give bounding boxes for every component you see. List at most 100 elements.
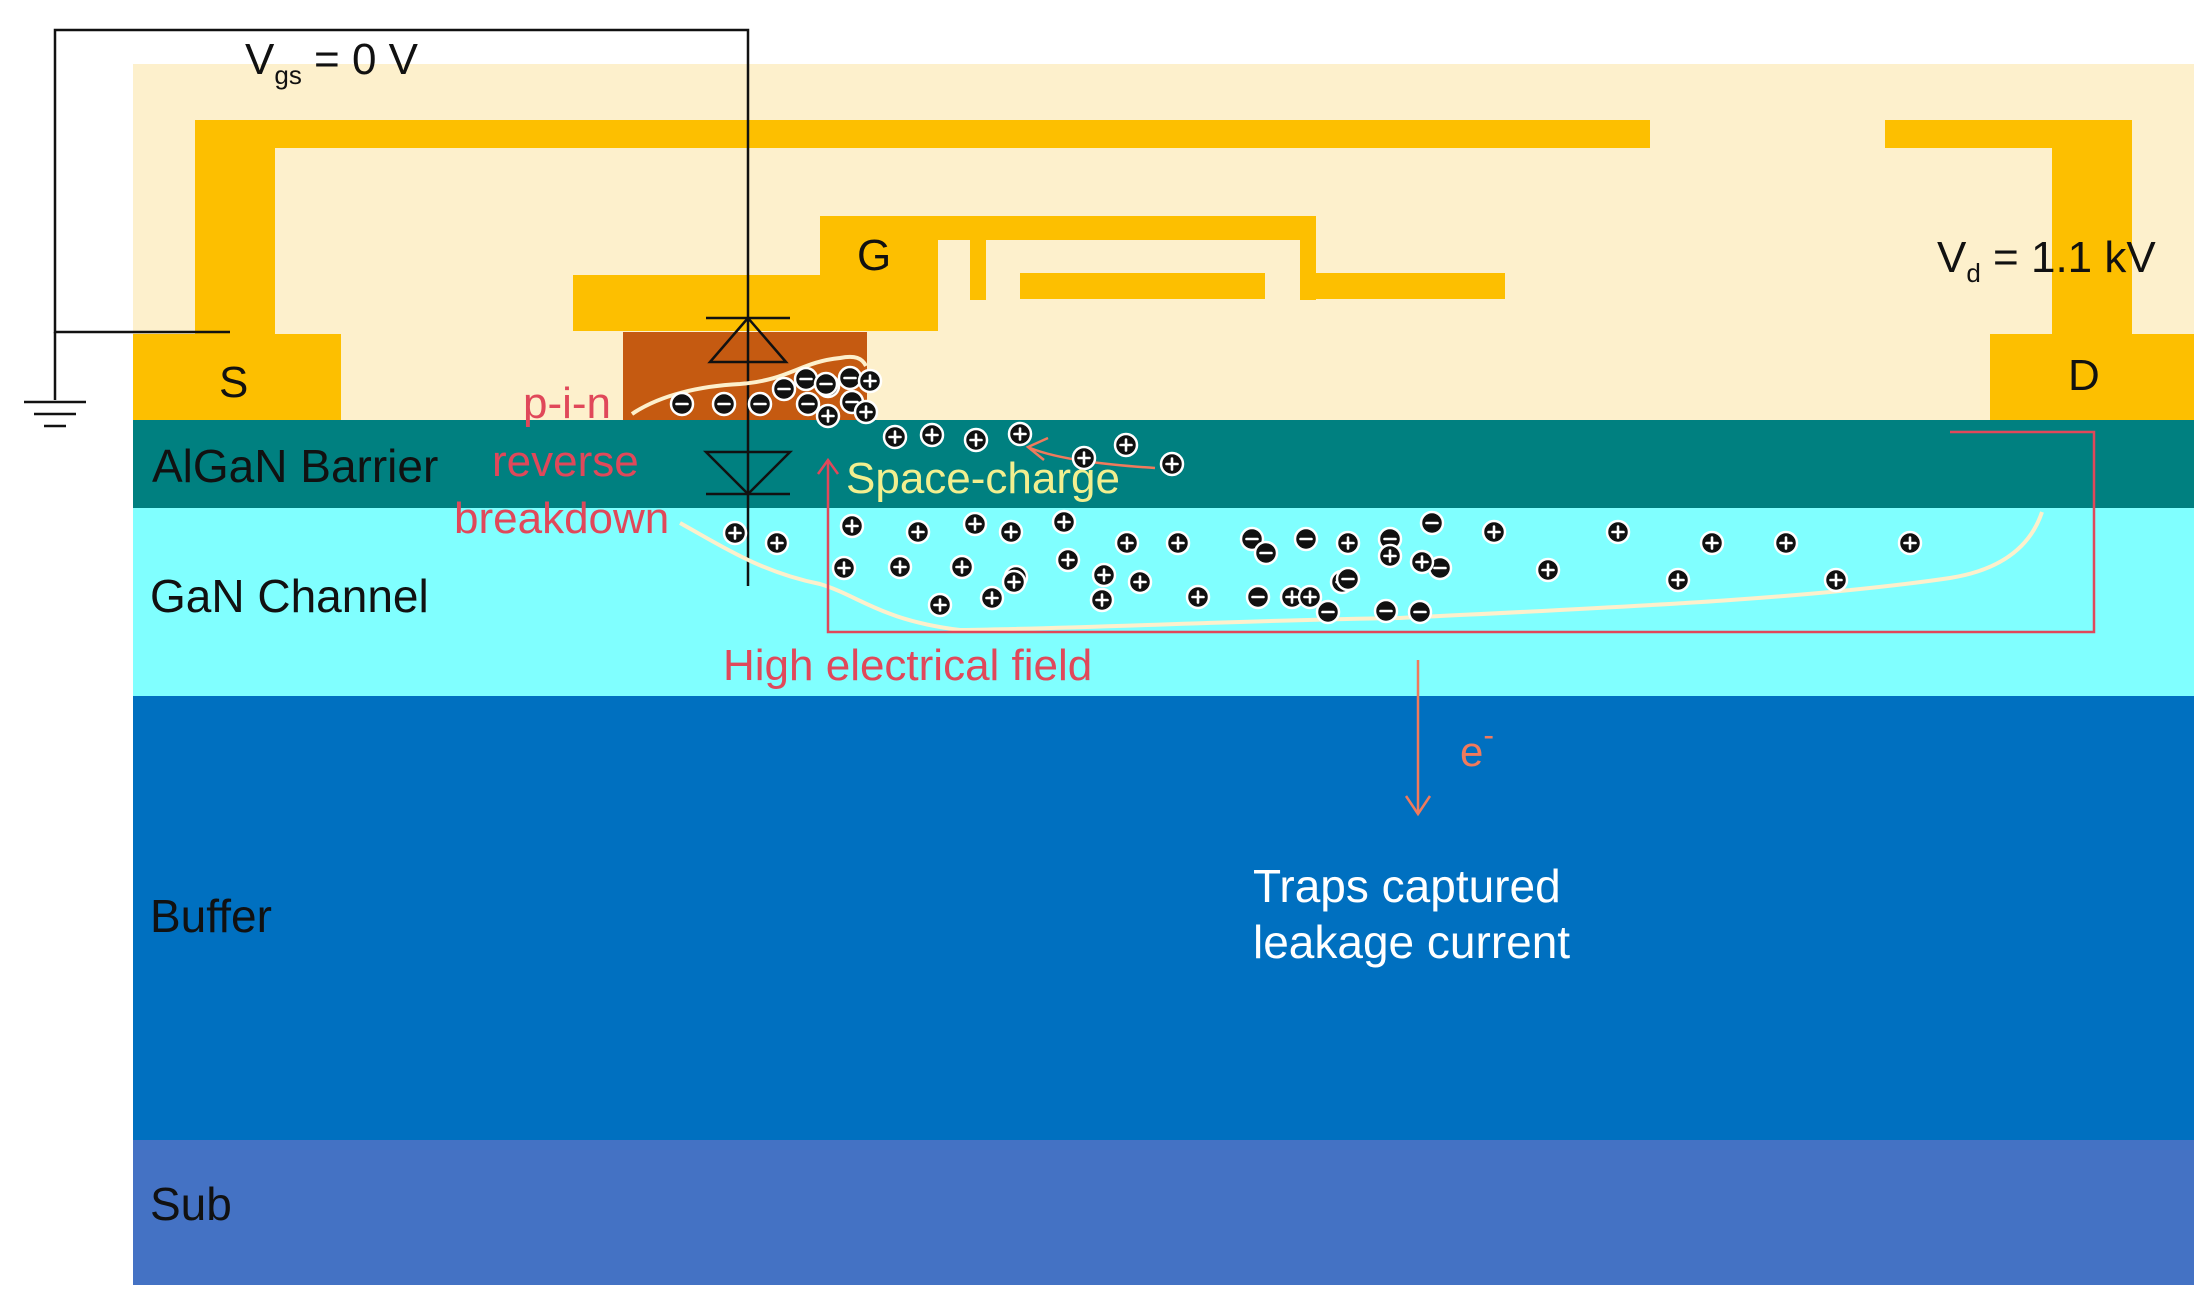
- layer-label-algan: AlGaN Barrier: [152, 440, 438, 492]
- negative-charge-icon: [711, 391, 737, 417]
- positive-charge-icon: [927, 592, 953, 618]
- gate-label: G: [857, 231, 891, 280]
- positive-charge-icon: [1297, 584, 1323, 610]
- pin-breakdown-label-line2: reverse: [492, 437, 639, 486]
- negative-charge-icon: [1373, 598, 1399, 624]
- space-charge-arrowhead: [1025, 436, 1049, 461]
- drain-label: D: [2068, 351, 2100, 400]
- electron-superscript: -: [1483, 717, 1494, 753]
- drain-electrode: [1885, 120, 2194, 420]
- positive-charge-icon: [1089, 587, 1115, 613]
- positive-charge-icon: [919, 422, 945, 448]
- positive-charge-icon: [815, 403, 841, 429]
- layer-label-gan-channel: GaN Channel: [150, 570, 429, 622]
- positive-charge-icon: [1377, 543, 1403, 569]
- negative-charge-icon: [771, 376, 797, 402]
- vd-value: = 1.1 kV: [1981, 233, 2157, 282]
- gate-field-plates: [573, 216, 1505, 331]
- negative-charge-icon: [837, 365, 863, 391]
- positive-charge-icon: [1699, 530, 1725, 556]
- diode-symbol-upper: [706, 316, 790, 364]
- positive-charge-icon: [831, 555, 857, 581]
- pin-breakdown-label-line3: breakdown: [454, 494, 669, 543]
- layer-label-buffer: Buffer: [150, 890, 272, 942]
- diode-symbol-lower: [702, 450, 794, 496]
- vd-subscript: d: [1966, 258, 1980, 288]
- negative-charge-icon: [1293, 526, 1319, 552]
- space-charge-label: Space-charge: [846, 454, 1120, 503]
- positive-charge-icon: [857, 368, 883, 394]
- vgs-subscript: gs: [274, 60, 301, 90]
- positive-charge-icon: [1055, 547, 1081, 573]
- positive-charge-icon: [839, 513, 865, 539]
- negative-charge-icon: [1315, 599, 1341, 625]
- positive-charge-icon: [1159, 451, 1185, 477]
- positive-charge-icon: [1091, 562, 1117, 588]
- electron-leakage-arrowhead: [1404, 795, 1432, 817]
- negative-charge-icon: [793, 366, 819, 392]
- charges-group: [669, 365, 1923, 625]
- positive-charge-icon: [1481, 519, 1507, 545]
- positive-charge-icon: [1001, 569, 1027, 595]
- positive-charge-icon: [887, 554, 913, 580]
- positive-charge-icon: [1335, 530, 1361, 556]
- high-field-path: [826, 430, 2096, 634]
- substrate-layer: [133, 1140, 2194, 1285]
- source-electrode: [133, 120, 1650, 420]
- high-field-label: High electrical field: [723, 641, 1092, 690]
- negative-charge-icon: [669, 391, 695, 417]
- positive-charge-icon: [963, 427, 989, 453]
- traps-label-line2: leakage current: [1253, 916, 1570, 968]
- positive-charge-icon: [962, 511, 988, 537]
- negative-charge-icon: [813, 371, 839, 397]
- positive-charge-icon: [1605, 519, 1631, 545]
- negative-charge-icon: [1407, 599, 1433, 625]
- traps-label-line1: Traps captured: [1253, 860, 1561, 912]
- positive-charge-icon: [1773, 530, 1799, 556]
- bias-circuit-wires: [53, 28, 750, 586]
- vgs-value: = 0 V: [302, 35, 419, 84]
- ground-icon: [24, 400, 86, 428]
- source-label: S: [219, 358, 248, 407]
- high-field-arrowhead: [816, 457, 840, 475]
- positive-charge-icon: [998, 519, 1024, 545]
- positive-charge-icon: [1185, 584, 1211, 610]
- channel-depletion-boundary: [679, 511, 2044, 633]
- gan-channel-layer: [133, 508, 2194, 696]
- positive-charge-icon: [905, 519, 931, 545]
- negative-charge-icon: [1335, 566, 1361, 592]
- negative-charge-icon: [1253, 540, 1279, 566]
- layer-label-substrate: Sub: [150, 1178, 232, 1230]
- buffer-layer: [133, 696, 2194, 1140]
- passivation-layer: [133, 64, 2194, 420]
- negative-charge-icon: [747, 391, 773, 417]
- positive-charge-icon: [1114, 530, 1140, 556]
- positive-charge-icon: [1279, 584, 1305, 610]
- positive-charge-icon: [882, 424, 908, 450]
- electron-label: e-: [1460, 717, 1494, 775]
- positive-charge-icon: [979, 585, 1005, 611]
- positive-charge-icon: [722, 520, 748, 546]
- vgs-label: Vgs = 0 V: [245, 35, 419, 90]
- positive-charge-icon: [853, 399, 879, 425]
- negative-charge-icon: [795, 391, 821, 417]
- positive-charge-icon: [1071, 445, 1097, 471]
- positive-charge-icon: [1665, 567, 1691, 593]
- vd-label: Vd = 1.1 kV: [1937, 233, 2156, 288]
- positive-charge-icon: [1409, 549, 1435, 575]
- positive-charge-icon: [1113, 432, 1139, 458]
- negative-charge-icon: [1245, 584, 1271, 610]
- positive-charge-icon: [1823, 567, 1849, 593]
- negative-charge-icon: [1377, 526, 1403, 552]
- positive-charge-icon: [1535, 557, 1561, 583]
- positive-charge-icon: [1007, 421, 1033, 447]
- negative-charge-icon: [1419, 510, 1445, 536]
- positive-charge-icon: [1165, 530, 1191, 556]
- positive-charge-icon: [949, 554, 975, 580]
- pin-breakdown-label-line1: p-i-n: [523, 379, 611, 428]
- positive-charge-icon: [1127, 569, 1153, 595]
- positive-charge-icon: [1897, 530, 1923, 556]
- positive-charge-icon: [1051, 509, 1077, 535]
- positive-charge-icon: [764, 530, 790, 556]
